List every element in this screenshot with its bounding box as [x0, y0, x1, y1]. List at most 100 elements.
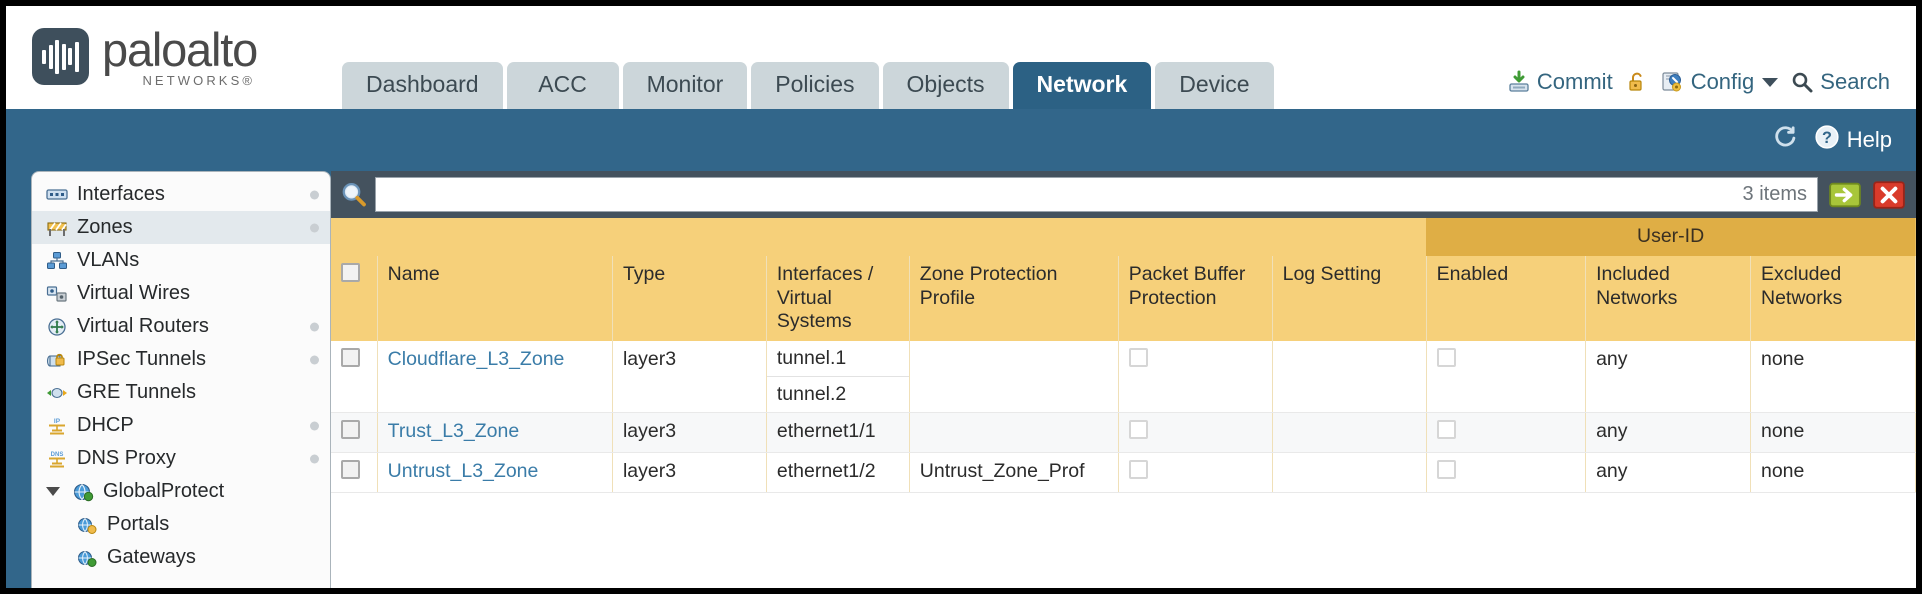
- sidebar-item-globalprotect[interactable]: GlobalProtect: [32, 475, 330, 508]
- table-row[interactable]: Trust_L3_Zone layer3 ethernet1/1 any non…: [331, 412, 1916, 454]
- commit-label: Commit: [1536, 69, 1613, 94]
- row-checkbox[interactable]: [341, 420, 360, 440]
- col-header-zone-protection-profile[interactable]: Zone Protection Profile: [909, 255, 1119, 342]
- search-input-wrap[interactable]: 3 items: [375, 177, 1818, 212]
- cell-enabled: [1426, 341, 1587, 414]
- cell-packet-buffer-protection: [1118, 341, 1273, 414]
- sidebar-item-dns-proxy[interactable]: DNS DNS Proxy: [32, 442, 330, 475]
- help-button[interactable]: ? Help: [1814, 124, 1892, 156]
- sidebar-item-label: IPSec Tunnels: [77, 348, 206, 370]
- row-checkbox[interactable]: [341, 460, 360, 480]
- tab-network[interactable]: Network: [1012, 62, 1152, 109]
- packet-buffer-protection-checkbox[interactable]: [1128, 460, 1148, 480]
- sidebar-item-virtual-wires[interactable]: Virtual Wires: [32, 277, 330, 310]
- apply-filter-arrow-icon[interactable]: [1828, 178, 1862, 212]
- col-header-interfaces[interactable]: Interfaces / Virtual Systems: [766, 255, 910, 342]
- zones-table: User-ID Name Type Interfaces / Virtual S…: [331, 218, 1916, 494]
- select-all-header: [331, 255, 378, 342]
- svg-text:DNS: DNS: [51, 452, 64, 458]
- search-button[interactable]: Search: [1790, 69, 1890, 95]
- table-row[interactable]: Untrust_L3_Zone layer3 ethernet1/2 Untru…: [331, 452, 1916, 494]
- lock-button[interactable]: [1625, 70, 1649, 94]
- sidebar-item-gre-tunnels[interactable]: GRE Tunnels: [32, 376, 330, 409]
- col-header-type[interactable]: Type: [612, 255, 767, 342]
- row-select-cell: [331, 412, 378, 454]
- cell-included-networks: any: [1585, 452, 1751, 494]
- help-label: Help: [1846, 127, 1892, 152]
- virtual-wires-icon: [46, 284, 68, 304]
- cell-excluded-networks: none: [1750, 341, 1916, 414]
- clear-filter-close-icon[interactable]: [1872, 178, 1906, 212]
- config-wrench-icon: [1661, 70, 1685, 94]
- gre-tunnels-icon: [46, 383, 68, 403]
- table-body: Cloudflare_L3_Zone layer3 tunnel.1 tunne…: [331, 341, 1916, 494]
- userid-enabled-checkbox[interactable]: [1436, 348, 1456, 368]
- gateways-icon: [76, 548, 98, 568]
- status-dot: [310, 454, 319, 463]
- col-header-log-setting[interactable]: Log Setting: [1272, 255, 1427, 342]
- sidebar-item-dhcp[interactable]: IP DHCP: [32, 409, 330, 442]
- sidebar-item-label: GlobalProtect: [103, 480, 225, 502]
- sidebar-item-label: Gateways: [107, 546, 196, 568]
- tab-acc[interactable]: ACC: [506, 62, 619, 109]
- toolbar-band: ? Help: [6, 109, 1916, 171]
- sidebar-item-interfaces[interactable]: Interfaces: [32, 178, 330, 211]
- table-row[interactable]: Cloudflare_L3_Zone layer3 tunnel.1 tunne…: [331, 341, 1916, 414]
- expander-triangle-icon[interactable]: [46, 487, 60, 496]
- cell-log-setting: [1272, 341, 1427, 414]
- cell-zone-protection-profile: [909, 341, 1119, 414]
- sidebar-item-zones[interactable]: Zones: [32, 211, 330, 244]
- sidebar-item-gateways[interactable]: Gateways: [32, 541, 330, 574]
- cell-included-networks: any: [1585, 341, 1751, 414]
- group-header-spacer: [331, 218, 1427, 256]
- search-icon[interactable]: [339, 180, 369, 210]
- paloalto-logo-icon: [32, 28, 89, 85]
- col-header-included-networks[interactable]: Included Networks: [1585, 255, 1751, 342]
- search-input[interactable]: [386, 183, 1735, 206]
- col-header-enabled[interactable]: Enabled: [1426, 255, 1587, 342]
- userid-enabled-checkbox[interactable]: [1436, 460, 1456, 480]
- col-header-name[interactable]: Name: [377, 255, 613, 342]
- svg-text:?: ?: [1822, 129, 1832, 147]
- tab-policies[interactable]: Policies: [751, 62, 879, 109]
- zones-icon: [46, 218, 68, 238]
- cell-name: Cloudflare_L3_Zone: [377, 341, 613, 414]
- zone-link[interactable]: Trust_L3_Zone: [387, 420, 520, 443]
- cell-interfaces: ethernet1/1: [766, 412, 910, 454]
- cell-excluded-networks: none: [1750, 452, 1916, 494]
- userid-enabled-checkbox[interactable]: [1436, 420, 1456, 440]
- globalprotect-icon: [72, 482, 94, 502]
- chevron-down-icon[interactable]: [1762, 77, 1779, 87]
- virtual-routers-icon: [46, 317, 68, 337]
- col-header-excluded-networks[interactable]: Excluded Networks: [1750, 255, 1916, 342]
- status-dot: [310, 322, 319, 331]
- packet-buffer-protection-checkbox[interactable]: [1128, 348, 1148, 368]
- zones-table-container: User-ID Name Type Interfaces / Virtual S…: [331, 218, 1916, 588]
- tab-monitor[interactable]: Monitor: [622, 62, 748, 109]
- top-header: paloalto NETWORKS® Dashboard ACC Monitor…: [6, 6, 1916, 109]
- cell-zone-protection-profile: [909, 412, 1119, 454]
- zone-link[interactable]: Untrust_L3_Zone: [387, 460, 539, 483]
- tab-objects[interactable]: Objects: [882, 62, 1009, 109]
- refresh-button[interactable]: [1772, 124, 1798, 156]
- interface-item: tunnel.2: [776, 383, 847, 406]
- packet-buffer-protection-checkbox[interactable]: [1128, 420, 1148, 440]
- cell-enabled: [1426, 452, 1587, 494]
- sidebar-item-label: Zones: [77, 216, 133, 238]
- sidebar-item-virtual-routers[interactable]: Virtual Routers: [32, 310, 330, 343]
- row-checkbox[interactable]: [341, 348, 360, 368]
- sidebar-item-ipsec-tunnels[interactable]: IPSec Tunnels: [32, 343, 330, 376]
- col-header-packet-buffer-protection[interactable]: Packet Buffer Protection: [1118, 255, 1273, 342]
- config-button[interactable]: Config: [1661, 69, 1779, 95]
- zone-link[interactable]: Cloudflare_L3_Zone: [387, 348, 565, 371]
- commit-button[interactable]: Commit: [1507, 69, 1613, 95]
- tab-dashboard[interactable]: Dashboard: [342, 62, 503, 109]
- sidebar-item-portals[interactable]: Portals: [32, 508, 330, 541]
- sidebar-item-vlans[interactable]: VLANs: [32, 244, 330, 277]
- main-tabs: Dashboard ACC Monitor Policies Objects N…: [342, 62, 1274, 109]
- select-all-checkbox[interactable]: [341, 262, 360, 282]
- filter-bar: 3 items: [331, 171, 1916, 218]
- status-dot: [310, 223, 319, 232]
- tab-device[interactable]: Device: [1155, 62, 1274, 109]
- cell-interfaces: ethernet1/2: [766, 452, 910, 494]
